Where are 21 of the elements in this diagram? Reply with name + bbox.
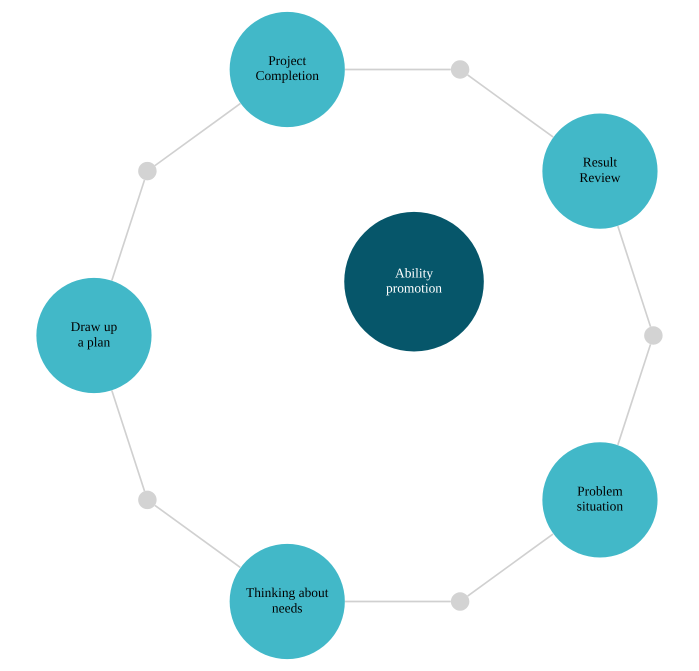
connector — [154, 504, 241, 568]
node-circle: Project Completion — [230, 12, 345, 128]
node-circle: Draw up a plan — [36, 278, 152, 394]
node-circle — [450, 592, 470, 611]
node-circle: Thinking about needs — [230, 544, 345, 660]
node-circle: Ability promotion — [344, 212, 484, 352]
connector — [617, 344, 652, 446]
connector — [111, 180, 146, 281]
node-circle — [450, 60, 470, 79]
connector — [345, 600, 451, 602]
connector — [467, 533, 554, 597]
connector — [154, 102, 241, 166]
node-circle: Result Review — [542, 114, 658, 229]
node-circle — [138, 162, 157, 180]
node-circle — [138, 490, 157, 510]
connector — [617, 226, 652, 327]
connector — [345, 68, 451, 70]
connector — [111, 390, 146, 492]
connector — [467, 74, 554, 138]
node-circle — [644, 326, 663, 345]
node-circle: Problem situation — [542, 442, 658, 558]
